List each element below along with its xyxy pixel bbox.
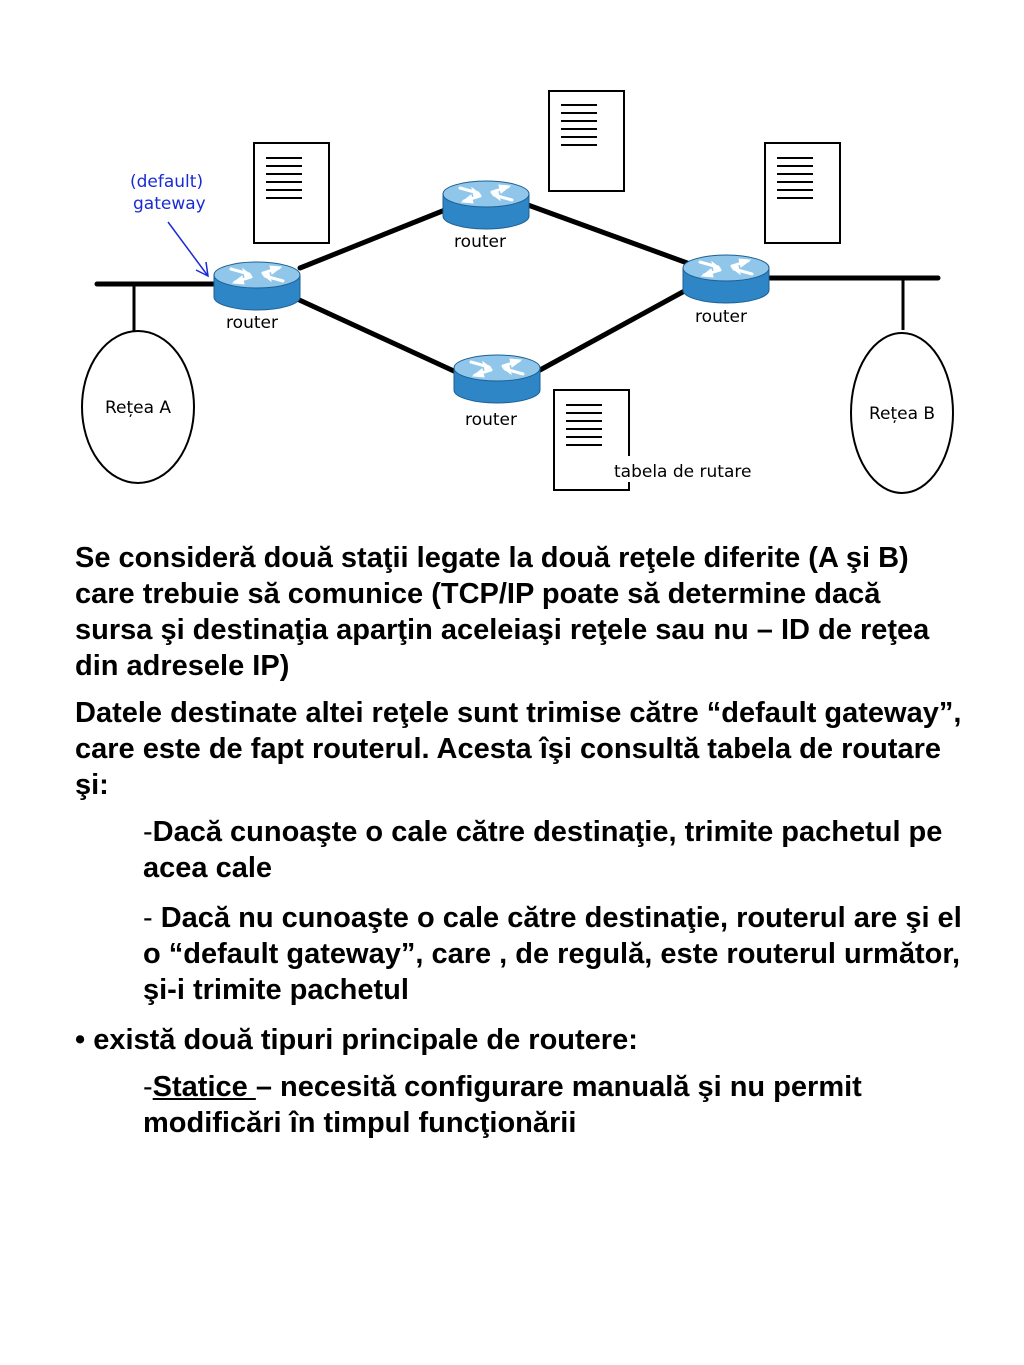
dash: - — [143, 902, 161, 934]
router-right-icon — [681, 253, 771, 305]
network-a-ellipse — [81, 330, 195, 484]
routing-table-doc-left — [253, 142, 330, 244]
bullet-static: -Statice – necesită configurare manuală … — [143, 1069, 965, 1141]
network-b-ellipse — [850, 332, 954, 494]
link-top-right — [525, 202, 693, 267]
router-left-label: router — [226, 313, 278, 333]
network-links — [94, 202, 941, 375]
static-description: – necesită configurare manuală şi nu per… — [143, 1071, 862, 1139]
router-left-icon — [212, 260, 302, 312]
bullet-unknown-route: - Dacă nu cunoaşte o cale către destinaţ… — [143, 900, 965, 1008]
static-term: Statice — [152, 1071, 256, 1103]
bullet-router-types: • există două tipuri principale de route… — [75, 1024, 638, 1056]
link-left-bottom — [292, 295, 459, 375]
router-bottom-icon — [452, 353, 542, 405]
dash: - — [143, 1071, 153, 1103]
link-left-top — [297, 207, 448, 271]
routing-table-doc-top — [548, 90, 625, 192]
network-diagram: Rețea A Rețea B tabela de rutare router … — [81, 90, 954, 494]
bullet-known-route: -Dacă cunoaşte o cale către destinaţie, … — [143, 814, 965, 886]
gateway-arrow — [167, 221, 209, 278]
gateway-label-line1: (default) — [130, 172, 203, 192]
link-bottom-right — [537, 285, 693, 373]
network-b-label: Rețea B — [869, 404, 935, 424]
bullet-known-route-text: Dacă cunoaşte o cale către destinaţie, t… — [143, 816, 943, 884]
network-a-label: Rețea A — [105, 398, 171, 418]
routing-table-label: tabela de rutare — [614, 462, 751, 482]
dash: - — [143, 816, 153, 848]
gateway-label-line2: gateway — [133, 194, 206, 214]
paragraph-2: Datele destinate altei reţele sunt trimi… — [75, 697, 962, 801]
router-bottom-label: router — [465, 410, 517, 430]
routing-table-doc-right — [764, 142, 841, 244]
slide-text: Se consideră două staţii legate la două … — [75, 540, 965, 1155]
router-right-label: router — [695, 307, 747, 327]
bullet-unknown-route-text: Dacă nu cunoaşte o cale către destinaţie… — [143, 902, 962, 1006]
router-top-label: router — [454, 232, 506, 252]
paragraph-1: Se consideră două staţii legate la două … — [75, 542, 930, 682]
router-top-icon — [441, 179, 531, 231]
